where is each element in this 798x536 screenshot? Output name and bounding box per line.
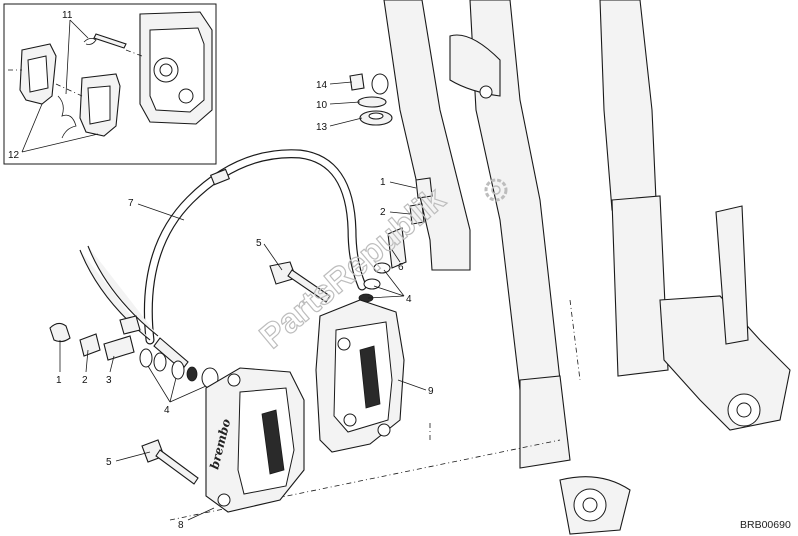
callout-5-lower: 5	[106, 457, 112, 468]
callout-11: 11	[62, 10, 73, 21]
callout-4-right: 4	[406, 294, 412, 305]
front-fork	[169, 0, 791, 535]
right-bleed-fittings	[269, 73, 433, 303]
diagram-code: BRB00690	[740, 519, 791, 531]
callout-13: 13	[316, 122, 328, 133]
callout-12: 12	[8, 150, 20, 161]
callout-4-left: 4	[164, 405, 170, 416]
callout-5-upper: 5	[256, 238, 262, 249]
caliper-8: brembo	[141, 367, 305, 513]
left-bleed-fittings	[49, 322, 219, 389]
callout-1-right: 1	[380, 177, 386, 188]
callout-10: 10	[316, 100, 328, 111]
callout-1-left: 1	[56, 375, 62, 386]
caliper-9	[315, 299, 405, 453]
pad-detail-inset: 11 12	[3, 3, 217, 165]
callout-2-right: 2	[380, 207, 386, 218]
callout-2-left: 2	[82, 375, 88, 386]
leader-lines	[59, 81, 427, 521]
gear-icon	[484, 178, 508, 202]
callout-9: 9	[428, 386, 434, 397]
callout-7: 7	[128, 198, 134, 209]
callout-14: 14	[316, 80, 328, 91]
callout-3: 3	[106, 375, 112, 386]
callout-8: 8	[178, 520, 184, 531]
callout-6: 6	[398, 262, 404, 273]
